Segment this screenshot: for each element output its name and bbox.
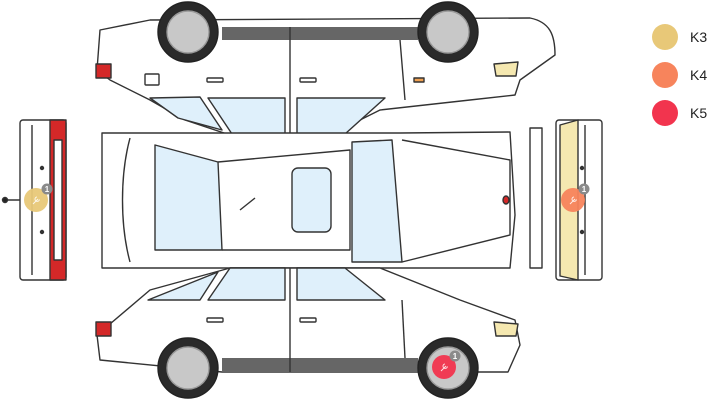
count-badge-text: 1 bbox=[453, 352, 458, 361]
wrench-icon bbox=[569, 196, 577, 205]
count-badge bbox=[449, 350, 461, 362]
count-badge bbox=[578, 183, 590, 195]
legend-label: K4 bbox=[690, 67, 708, 83]
legend-label: K5 bbox=[690, 105, 708, 121]
legend-swatch bbox=[652, 24, 678, 50]
marker-circle bbox=[432, 355, 456, 379]
wrench-icon bbox=[32, 196, 40, 205]
marker-k5-wheel[interactable]: 1 bbox=[432, 350, 461, 380]
marker-k3-rear[interactable]: 1 bbox=[24, 183, 53, 213]
legend-label: K3 bbox=[690, 29, 708, 45]
top-view[interactable] bbox=[101, 131, 516, 269]
wrench-icon bbox=[440, 363, 448, 372]
left-side-wheels[interactable] bbox=[157, 1, 479, 63]
damage-markers: 1 1 1 bbox=[24, 183, 590, 380]
legend-item-k4[interactable]: K4 bbox=[652, 62, 707, 88]
marker-circle bbox=[24, 188, 48, 212]
marker-k4-front[interactable]: 1 bbox=[561, 183, 590, 213]
count-badge-text: 1 bbox=[45, 185, 50, 194]
legend-item-k5[interactable]: K5 bbox=[652, 100, 707, 126]
count-badge bbox=[41, 183, 53, 195]
legend-swatch bbox=[652, 62, 678, 88]
marker-circle bbox=[561, 188, 585, 212]
legend-item-k3[interactable]: K3 bbox=[652, 24, 707, 50]
count-badge-text: 1 bbox=[582, 185, 587, 194]
legend-swatch bbox=[652, 100, 678, 126]
